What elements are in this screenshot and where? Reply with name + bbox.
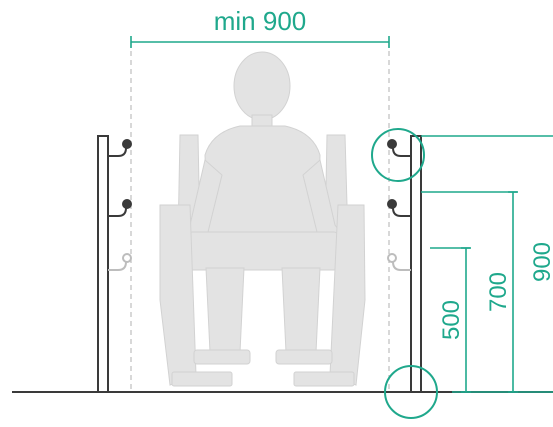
height-500-label: 500 (438, 300, 465, 340)
width-dimension-label: min 900 (214, 6, 307, 36)
height-700-label: 700 (485, 272, 512, 312)
handrail-highlight-circle (371, 128, 425, 182)
wheelchair-user-icon (159, 51, 366, 387)
handrail-bracket-icon (387, 139, 411, 217)
height-700-dimension (508, 191, 518, 393)
handrail-bracket-icon (108, 139, 132, 217)
handrail-bracket-icon (387, 253, 411, 271)
handrail-bracket-icon (108, 253, 132, 271)
height-500-dimension (461, 247, 471, 393)
width-dimension (130, 36, 390, 48)
floor-highlight-circle (384, 365, 438, 419)
left-handrail-post (97, 135, 109, 393)
height-900-label: 900 (529, 242, 553, 282)
